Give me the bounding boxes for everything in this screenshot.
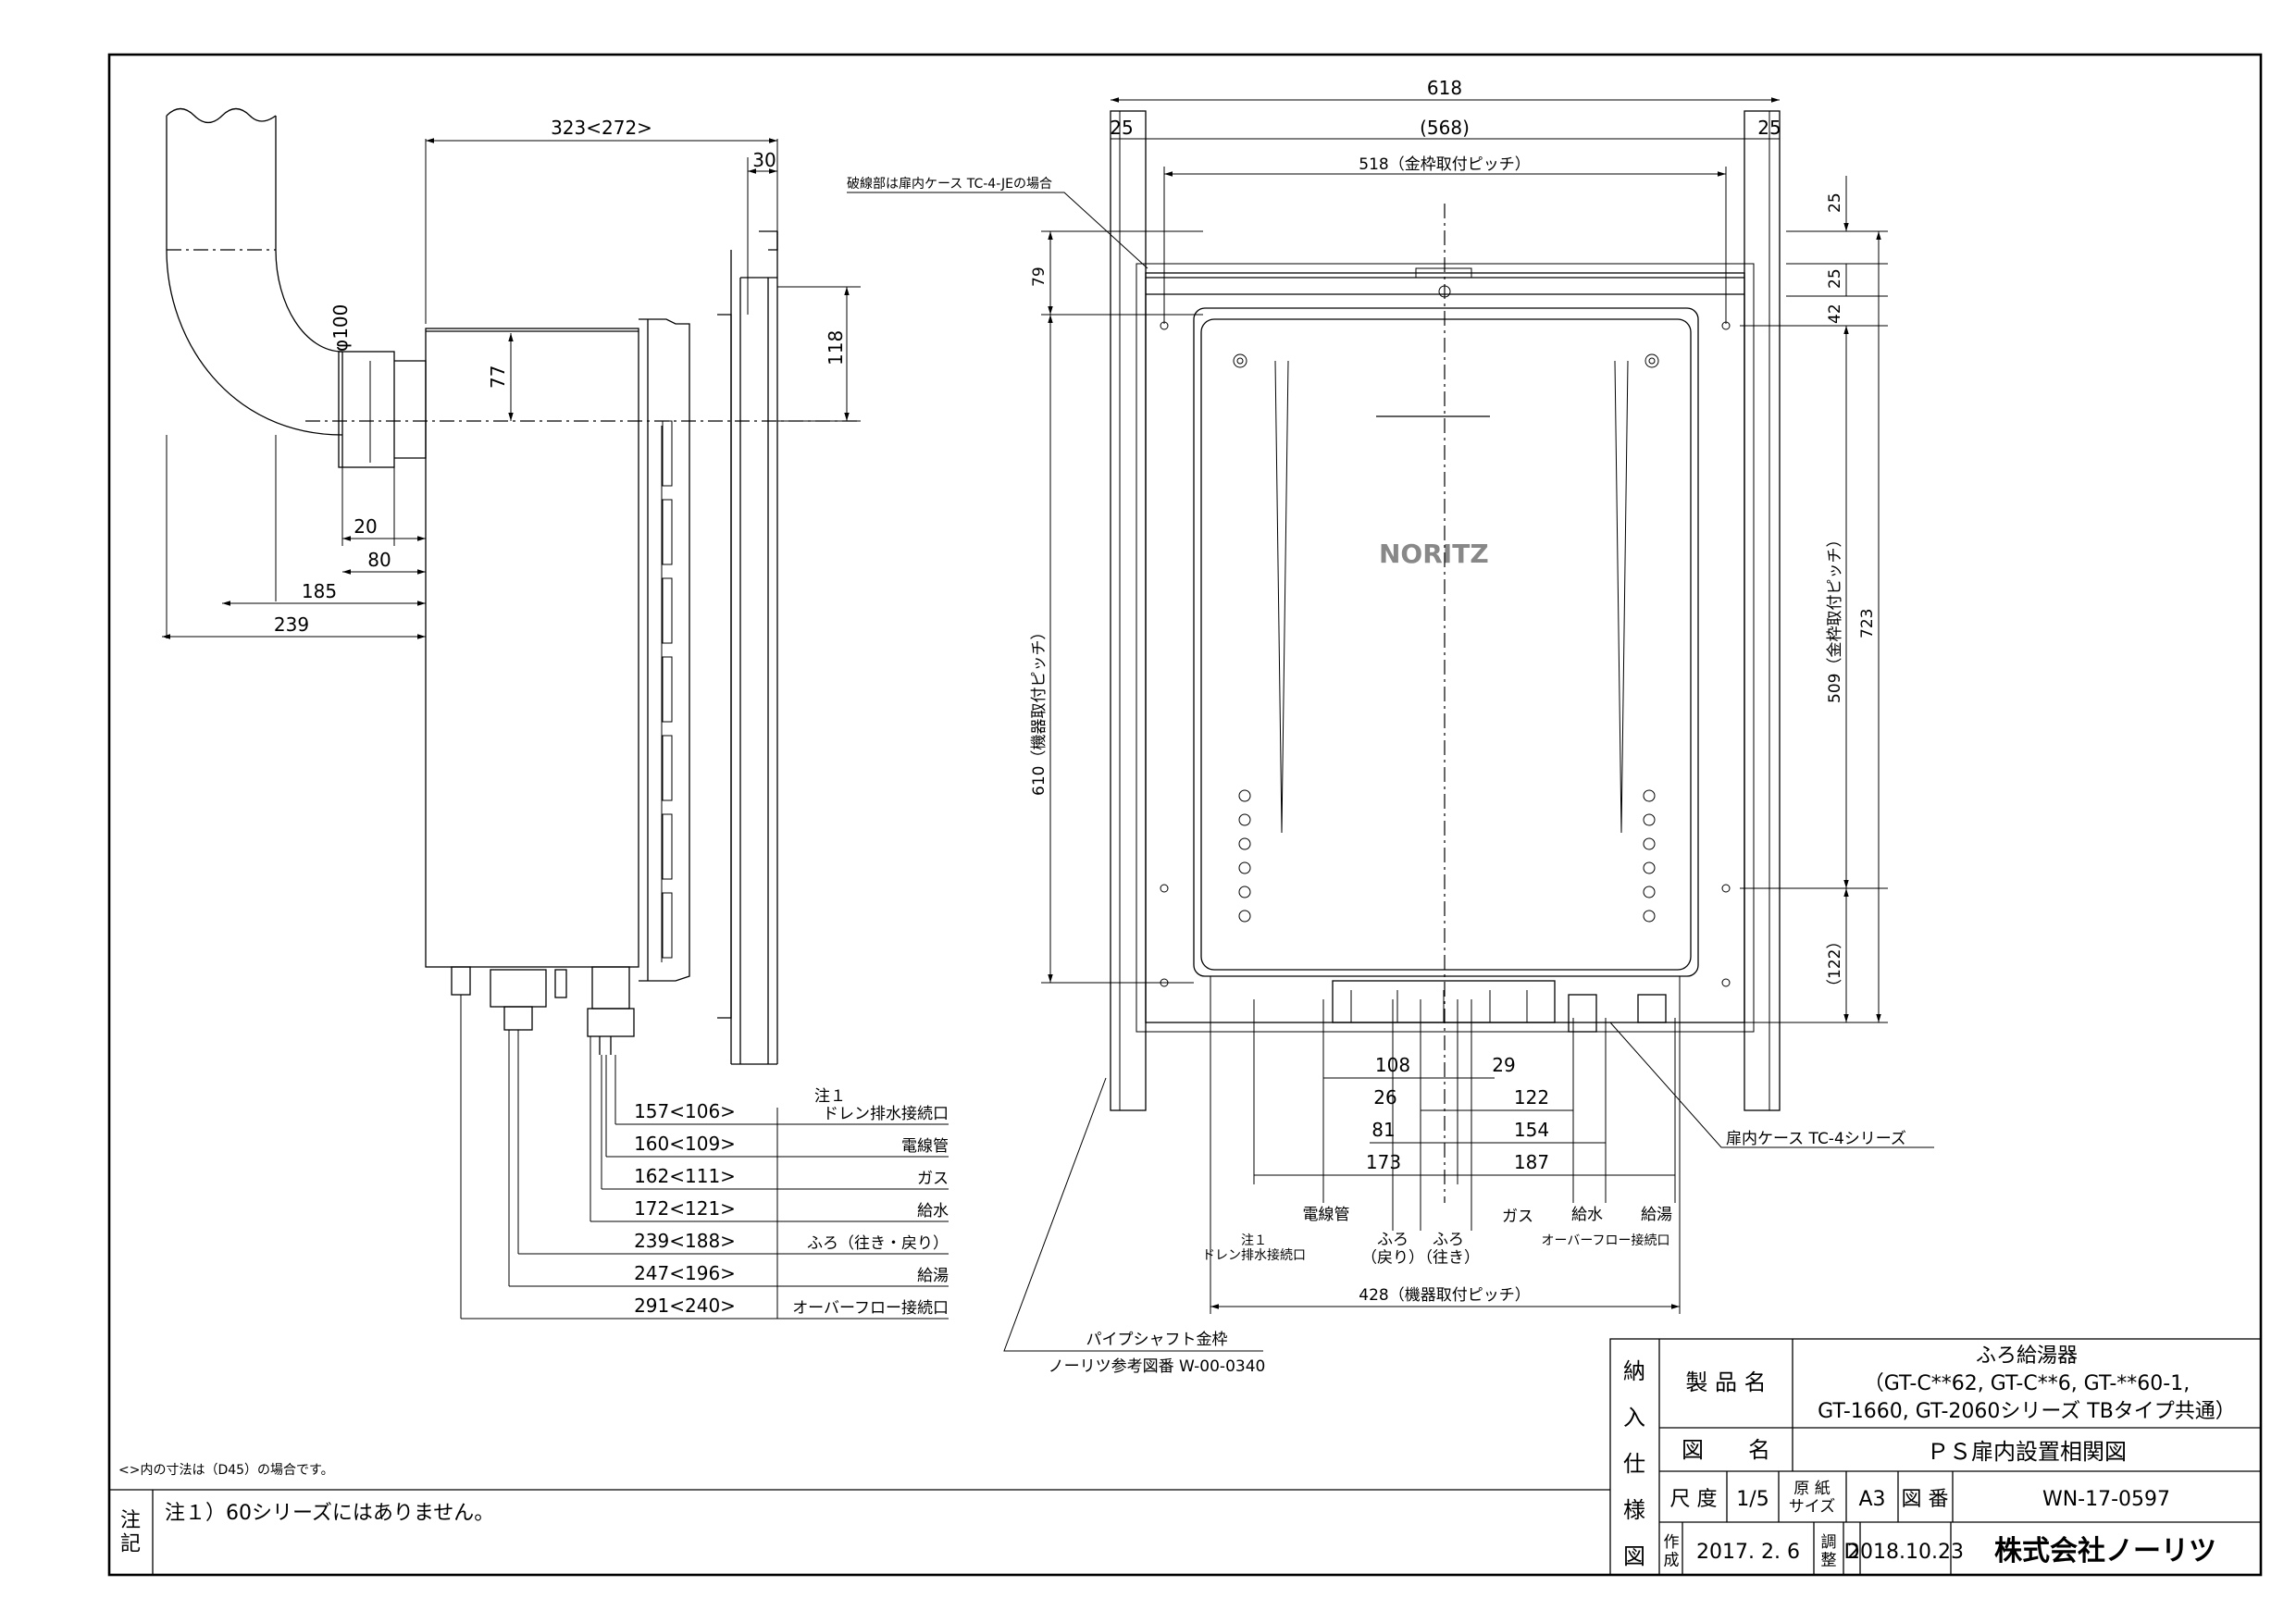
bracket-note: <>内の寸法は（D45）の場合です。 <box>118 1463 334 1478</box>
connection-label-5: 給湯 <box>917 1267 949 1285</box>
bottom-dim-left-1: 26 <box>1373 1086 1396 1109</box>
dim-185: 185 <box>302 580 337 602</box>
connection-label-0: ドレン排水接続口 <box>823 1105 949 1123</box>
indicator-dots <box>1238 789 1656 923</box>
dim-77: 77 <box>487 365 509 389</box>
title-block: 納 入 仕 様 図 製 品 名 ふろ給湯器 （GT-C**62, GT-C**6… <box>1609 1338 2262 1576</box>
dim-723: 723 <box>1858 609 1877 638</box>
dim-518: 518（金枠取付ピッチ） <box>1359 155 1530 174</box>
side-label-4: 図 <box>1623 1543 1645 1569</box>
side-view: 323<272> 30 φ100 77 118 20 80 185 239 <box>162 107 861 1319</box>
product-line2: （GT-C**62, GT-C**6, GT-**60-1, <box>1864 1372 2190 1395</box>
dim-79: 79 <box>1030 266 1049 287</box>
note-label: 注記 <box>120 1509 141 1555</box>
label-denshikan: 電線管 <box>1303 1206 1350 1224</box>
bottom-dim-left-2: 81 <box>1371 1119 1395 1141</box>
dim-duct: φ100 <box>329 304 352 352</box>
side-label-2: 仕 <box>1623 1451 1645 1477</box>
dim-25-left: 25 <box>1110 117 1133 139</box>
drawing-label: 図 名 <box>1682 1437 1770 1463</box>
noritz-logo: NORITZ <box>1379 539 1489 569</box>
bottom-dim-left-0: 108 <box>1375 1054 1410 1076</box>
dim-122: （122） <box>1826 934 1844 995</box>
dim-25-top2: 25 <box>1826 268 1844 289</box>
notes-area: <>内の寸法は（D45）の場合です。 注記 注１）60シリーズにはありません。 <box>109 1463 1610 1575</box>
made-date: 2017. 2. 6 <box>1696 1541 1800 1564</box>
dim-25-right: 25 <box>1757 117 1781 139</box>
bottom-dim-right-2: 154 <box>1514 1119 1549 1141</box>
front-view: NORITZ 618 (568) 25 25 518（金枠取付ピッチ） 破線部は… <box>847 77 1934 1376</box>
product-line3: GT-1660, GT-2060シリーズ TBタイプ共通） <box>1818 1400 2236 1423</box>
dim-20: 20 <box>354 515 377 538</box>
adj-date: 2018.10.23 <box>1847 1541 1964 1564</box>
bottom-dim-right-3: 187 <box>1514 1151 1549 1173</box>
connection-note-0: 注１ <box>814 1087 846 1106</box>
paper-value: A3 <box>1858 1488 1885 1511</box>
adj-code: D <box>1844 1541 1860 1564</box>
side-label-1: 入 <box>1623 1405 1645 1431</box>
connection-label-1: 電線管 <box>901 1137 949 1156</box>
label-overflow: オーバーフロー接続口 <box>1541 1233 1669 1248</box>
dim-80: 80 <box>367 549 391 571</box>
pipe-shaft-label: パイプシャフト金枠 <box>1086 1331 1228 1349</box>
label-water: 給水 <box>1571 1206 1603 1224</box>
connection-label-3: 給水 <box>917 1202 949 1220</box>
case-label: 扉内ケース TC-4シリーズ <box>1726 1130 1906 1148</box>
adj-label: 調整 <box>1821 1533 1837 1570</box>
dim-568: (568) <box>1420 117 1470 139</box>
company-name: 株式会社ノーリツ <box>1994 1535 2216 1567</box>
connection-dim-6: 291<240> <box>634 1295 736 1317</box>
bottom-fittings <box>451 966 635 1055</box>
drawing-name: ＰＳ扉内設置相関図 <box>1927 1439 2127 1465</box>
made-label: 作成 <box>1664 1533 1680 1570</box>
panel-slots <box>662 420 673 959</box>
side-label-3: 様 <box>1623 1497 1645 1523</box>
drawing-border <box>107 53 2263 1577</box>
bottom-dim-left-3: 173 <box>1366 1151 1401 1173</box>
bottom-dim-right-0: 29 <box>1492 1054 1515 1076</box>
connection-dim-3: 172<121> <box>634 1197 736 1220</box>
label-gas: ガス <box>1502 1208 1533 1226</box>
scale-label: 尺 度 <box>1670 1488 1718 1511</box>
connection-dim-2: 162<111> <box>634 1165 736 1187</box>
dim-118: 118 <box>825 330 847 365</box>
drawing-number: WN-17-0597 <box>2042 1488 2170 1511</box>
dim-239: 239 <box>274 613 309 636</box>
side-label-0: 納 <box>1623 1358 1645 1384</box>
dim-428: 428（機器取付ピッチ） <box>1359 1286 1530 1305</box>
dim-42: 42 <box>1826 304 1844 324</box>
product-line1: ふろ給湯器 <box>1976 1344 2078 1368</box>
label-furo-back: ふろ（戻り） <box>1361 1231 1424 1268</box>
scale-value: 1/5 <box>1736 1488 1769 1511</box>
connection-label-6: オーバーフロー接続口 <box>792 1299 949 1318</box>
connection-dim-4: 239<188> <box>634 1230 736 1252</box>
dim-618: 618 <box>1427 77 1462 99</box>
connection-dim-5: 247<196> <box>634 1262 736 1284</box>
label-drain: 注１ドレン排水接続口 <box>1202 1233 1306 1263</box>
connection-label-2: ガス <box>917 1170 949 1188</box>
dim-25-top: 25 <box>1826 192 1844 213</box>
pipe-ref-label: ノーリツ参考図番 W-00-0340 <box>1049 1357 1266 1376</box>
connection-label-4: ふろ（往き・戻り） <box>807 1234 949 1253</box>
dim-overall-depth: 323<272> <box>551 117 652 139</box>
product-label: 製 品 名 <box>1685 1369 1766 1395</box>
callout-dashed: 破線部は扉内ケース TC-4-JEの場合 <box>847 177 1052 192</box>
connection-dim-1: 160<109> <box>634 1133 736 1155</box>
dim-610: 610（機器取付ピッチ） <box>1030 625 1049 796</box>
dim-509: 509（金枠取付ピッチ） <box>1826 532 1844 703</box>
paper-label: 原 紙サイズ <box>1789 1480 1836 1517</box>
label-furo-out: ふろ（往き） <box>1417 1231 1480 1268</box>
dim-bracket: 30 <box>752 149 776 171</box>
number-label: 図 番 <box>1902 1488 1949 1511</box>
connection-dim-0: 157<106> <box>634 1100 736 1122</box>
note-text: 注１）60シリーズにはありません。 <box>165 1502 494 1525</box>
label-hotwater: 給湯 <box>1641 1206 1672 1224</box>
connections-table: 注１ 157<106> ドレン排水接続口 160<109> 電線管 162<11… <box>461 1087 949 1319</box>
bottom-dim-right-1: 122 <box>1514 1086 1549 1109</box>
